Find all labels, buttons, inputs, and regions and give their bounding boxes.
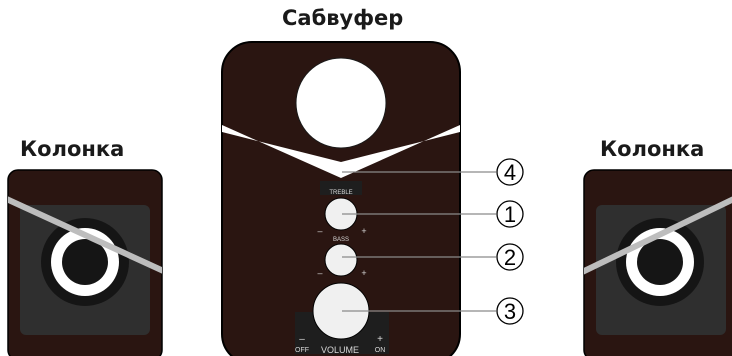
callout-leaders — [342, 171, 496, 312]
callout-1-number: 1 — [504, 202, 516, 227]
right-speaker-driver-cone — [637, 239, 683, 285]
right-speaker — [583, 169, 732, 356]
subwoofer-driver — [295, 57, 387, 149]
callout-4-number: 4 — [504, 160, 516, 185]
bass-minus: – — [317, 268, 322, 278]
volume-off-label: OFF — [295, 347, 309, 354]
callout-2-number: 2 — [504, 245, 516, 270]
left-speaker — [7, 169, 163, 356]
callout-2: 2 — [496, 243, 524, 271]
control-panel-top — [320, 181, 362, 195]
treble-label: TREBLE — [329, 190, 352, 196]
subwoofer-label: Сабвуфер — [282, 6, 404, 30]
left-speaker-stripe — [8, 196, 162, 274]
bass-knob[interactable] — [324, 243, 358, 277]
volume-label: VOLUME — [321, 345, 359, 355]
callout-2-circle — [496, 243, 524, 271]
callout-3: 3 — [496, 297, 524, 325]
volume-plus: + — [377, 334, 383, 345]
subwoofer-chevron — [222, 125, 460, 178]
treble-minus: – — [317, 226, 322, 236]
callout-4-circle — [496, 158, 524, 186]
volume-minus: – — [299, 334, 305, 345]
callout-3-number: 3 — [504, 299, 516, 324]
callout-3-circle — [496, 297, 524, 325]
treble-plus: + — [361, 226, 366, 236]
left-speaker-driver-cone — [62, 239, 108, 285]
subwoofer: TREBLE – + BASS – + – + OFF VOLUME ON — [221, 41, 461, 356]
callout-1: 1 — [496, 200, 524, 228]
bass-plus: + — [361, 268, 366, 278]
right-speaker-label: Колонка — [600, 137, 705, 161]
right-speaker-stripe — [584, 196, 732, 275]
callout-1-circle — [496, 200, 524, 228]
volume-on-label: ON — [375, 347, 386, 354]
callout-4: 4 — [496, 158, 524, 186]
bass-label: BASS — [333, 237, 349, 243]
left-speaker-label: Колонка — [20, 137, 125, 161]
